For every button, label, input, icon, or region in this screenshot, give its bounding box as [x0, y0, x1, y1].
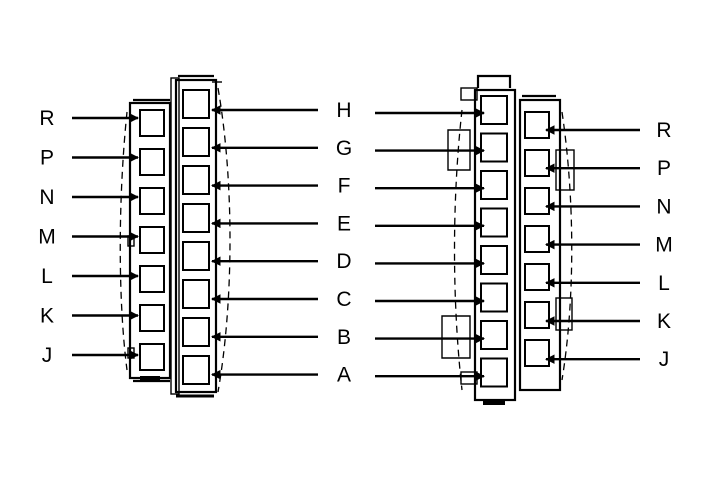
right-outer-callout-r-label: R: [656, 119, 671, 142]
left-inner-callout-h-label: H: [336, 99, 351, 122]
right-outer-pin-k: [524, 301, 550, 329]
left-inner-callout-d-label: D: [336, 250, 351, 273]
right-inner-pin-d: [480, 245, 508, 275]
left-outer-pin-l: [139, 265, 165, 293]
right-outer-pin-l: [524, 263, 550, 291]
left-inner-callout-f-label: F: [338, 175, 351, 198]
right-inner-pin-e: [480, 207, 508, 238]
left-connector-inner-housing: [170, 74, 231, 398]
right-inner-pin-c: [480, 282, 508, 313]
right-outer-pin-r: [524, 111, 550, 139]
left-inner-pin-a: [182, 355, 210, 385]
left-inner-callout-c-label: C: [336, 288, 351, 311]
left-outer-callout-n-label: N: [39, 186, 54, 209]
left-outer-callout-l-label: L: [41, 265, 53, 288]
right-inner-pin-f: [480, 170, 508, 200]
left-inner-callout-a-label: A: [337, 364, 351, 387]
left-outer-pin-p: [139, 148, 165, 176]
right-inner-pin-b: [480, 320, 508, 350]
left-inner-callout-g-label: G: [336, 137, 352, 160]
right-inner-pin-g: [480, 132, 508, 163]
right-outer-callout-l-label: L: [658, 272, 670, 295]
left-inner-pin-c: [182, 279, 210, 309]
right-outer-pin-p: [524, 149, 550, 177]
left-inner-callout-b-label: B: [337, 326, 351, 349]
left-outer-pin-r: [139, 109, 165, 137]
right-outer-pin-j: [524, 339, 550, 367]
left-inner-pin-e: [182, 203, 210, 233]
right-outer-callout-k-label: K: [657, 310, 671, 333]
left-inner-callout-e-label: E: [337, 212, 351, 235]
right-outer-callout-n-label: N: [656, 195, 671, 218]
right-outer-pin-n: [524, 187, 550, 215]
left-inner-pin-f: [182, 165, 210, 195]
left-outer-pin-k: [139, 304, 165, 332]
left-outer-callout-k-label: K: [40, 305, 54, 328]
left-inner-pin-g: [182, 127, 210, 157]
right-connector-inner-housing: [441, 74, 517, 405]
left-inner-pin-b: [182, 317, 210, 347]
right-inner-pin-h: [480, 95, 508, 125]
right-inner-pin-a: [480, 357, 508, 388]
right-connector: [441, 74, 575, 405]
left-outer-callout-m-label: M: [38, 226, 56, 249]
left-outer-pin-n: [139, 187, 165, 215]
right-outer-callout-p-label: P: [657, 157, 671, 180]
left-inner-pin-h: [182, 89, 210, 119]
right-outer-callout-m-label: M: [655, 234, 673, 257]
left-outer-callout-j-label: J: [42, 344, 53, 367]
left-outer-callout-p-label: P: [40, 147, 54, 170]
left-connector: [119, 74, 231, 398]
left-outer-callout-r-label: R: [39, 107, 54, 130]
left-outer-pin-j: [139, 343, 165, 371]
right-outer-pin-m: [524, 225, 550, 253]
right-outer-callout-j-label: J: [659, 348, 670, 371]
left-outer-pin-m: [139, 226, 165, 254]
left-inner-pin-d: [182, 241, 210, 271]
